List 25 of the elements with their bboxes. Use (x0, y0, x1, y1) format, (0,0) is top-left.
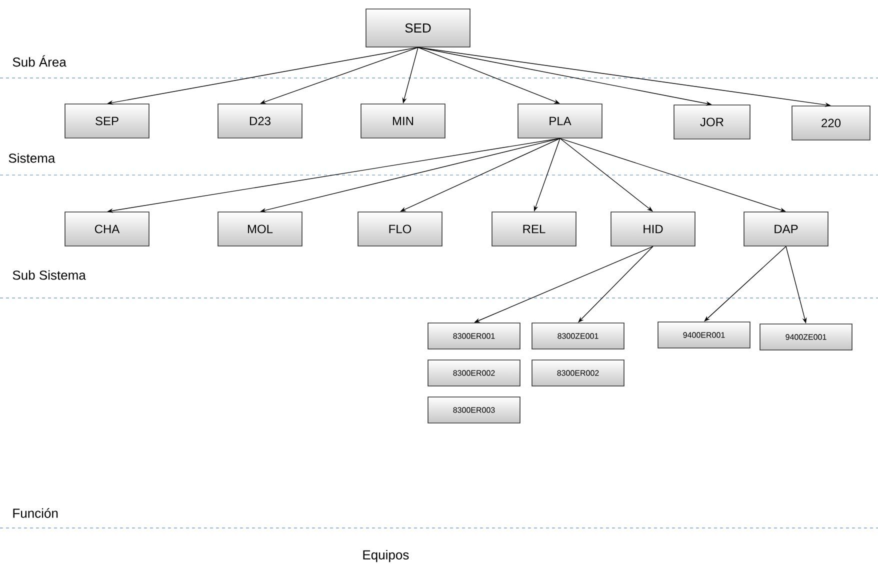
box: 8300ZE001 (532, 322, 624, 350)
box: D23 (218, 104, 302, 138)
level-label: Sub Área (12, 55, 66, 67)
box: 8300ER003 (428, 396, 520, 424)
box: FLO (358, 212, 442, 246)
box: HID (610, 212, 696, 246)
box: REL (492, 212, 576, 246)
box: 9400ZE001 (760, 324, 852, 350)
level-label: Función (13, 508, 58, 518)
box: SEP (64, 104, 150, 138)
box: 220 (792, 106, 870, 140)
box: 8300ER002 (532, 360, 624, 386)
box: 8300ER002 (428, 360, 520, 386)
box: SED (366, 8, 470, 48)
box: MIN (360, 104, 446, 138)
box: 9400ER001 (658, 322, 750, 348)
level-label: Sub Sistema (12, 270, 86, 280)
box: DAP (744, 212, 828, 246)
box: CHA (64, 212, 150, 246)
level-label: Equipos (363, 550, 409, 562)
box: JOR (674, 104, 750, 140)
level-label: Sistema (8, 153, 56, 163)
box: MOL (218, 212, 302, 246)
box: 8300ER001 (428, 322, 520, 350)
box: PLA (518, 104, 602, 138)
